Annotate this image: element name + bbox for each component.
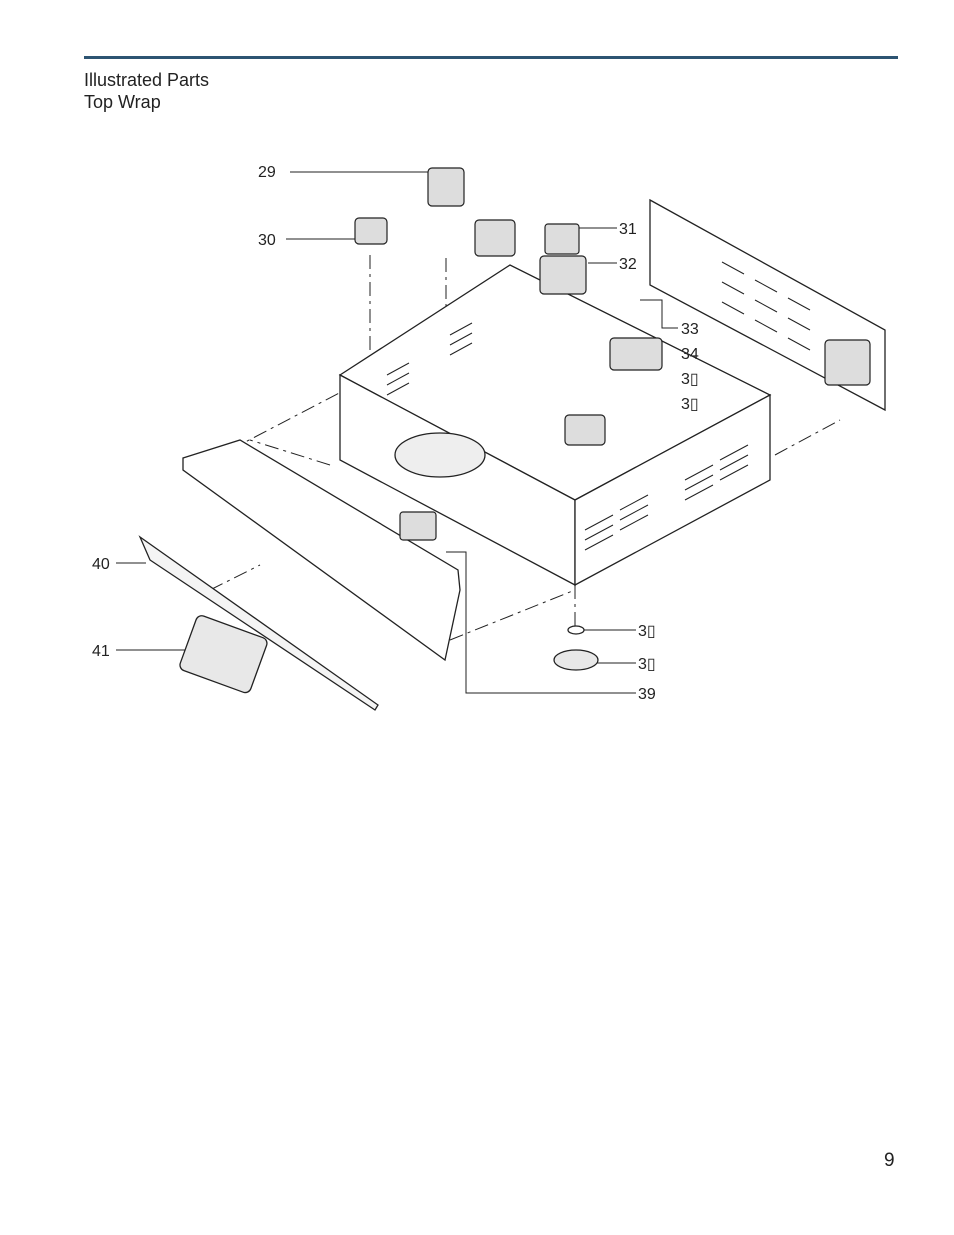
callout-31: 31	[619, 221, 637, 238]
callout-40: 40	[92, 556, 110, 573]
callout-29: 29	[258, 164, 276, 181]
callout-39: 39	[638, 686, 656, 703]
callout-41: 41	[92, 643, 110, 660]
vent-slots	[386, 261, 811, 551]
callout-38: 3▯	[638, 656, 656, 673]
callout-33: 33	[681, 321, 699, 338]
page-number: 9	[884, 1150, 895, 1171]
callout-34: 34	[681, 346, 699, 363]
heading-line-2: Top Wrap	[84, 92, 161, 112]
callout-35: 3▯	[681, 371, 699, 388]
heading-line-1: Illustrated Parts	[84, 70, 210, 90]
page-heading: Illustrated Parts Top Wrap	[84, 69, 209, 113]
top-wrap-box	[138, 198, 886, 711]
header-rule	[84, 56, 898, 59]
callout-32: 32	[619, 256, 637, 273]
component-shapes	[354, 167, 871, 541]
callout-30: 30	[258, 232, 276, 249]
callout-37: 3▯	[638, 623, 656, 640]
callout-36: 3▯	[681, 396, 699, 413]
